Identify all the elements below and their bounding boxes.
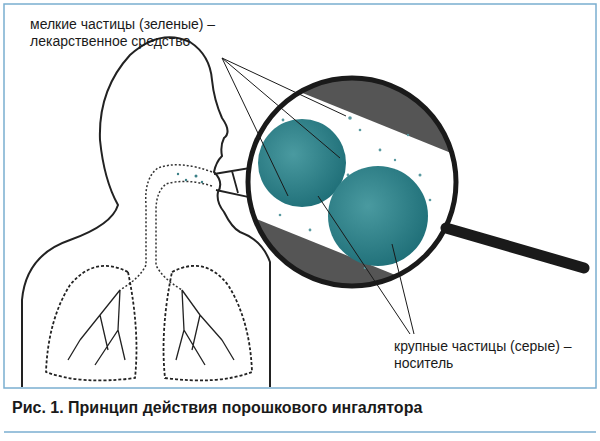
airway [120, 165, 212, 290]
powder-dots [177, 173, 203, 183]
part-label: мелкие частицы (зеленые) – лекарственное… [30, 16, 226, 50]
magnifier-handle [446, 228, 584, 268]
magnifier-rim [248, 78, 456, 286]
leader-line [222, 58, 346, 196]
carrier-particle [258, 119, 346, 207]
left-lung [46, 266, 136, 381]
body-outline [22, 37, 270, 387]
leader-line [318, 196, 414, 334]
part-label: крупные частицы (серые) – носитель [394, 338, 584, 372]
lens-view [174, 1, 533, 371]
figure-caption: Рис. 1. Принцип действия порошкового инг… [12, 398, 422, 418]
rule [4, 431, 596, 433]
bronchi [68, 290, 234, 365]
carrier-particle [328, 166, 428, 266]
frame [4, 4, 596, 388]
